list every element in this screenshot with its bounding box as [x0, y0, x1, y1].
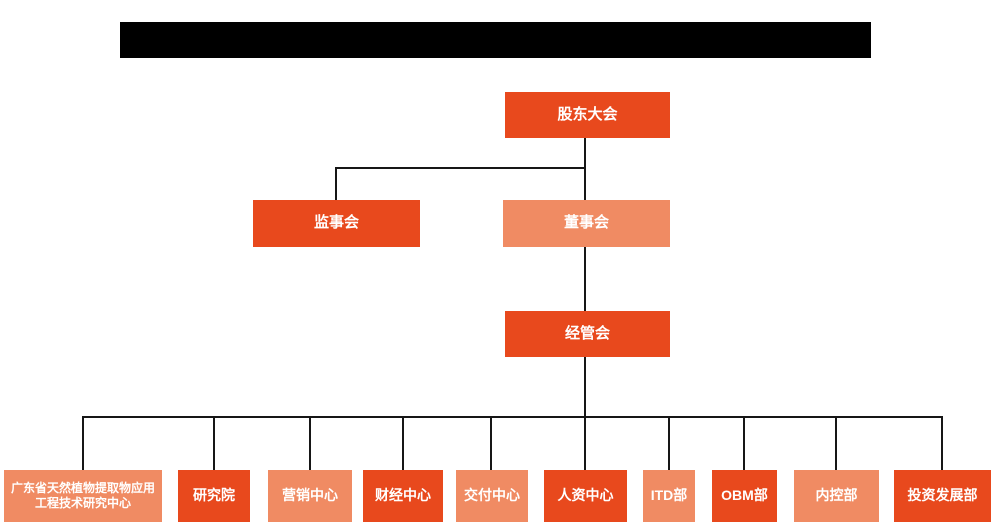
connector-drop-research-center [82, 416, 84, 470]
connector-drop-investment-dev [941, 416, 943, 470]
node-finance-center: 财经中心 [363, 470, 443, 522]
node-itd-dept: ITD部 [643, 470, 695, 522]
connector-to-supervisory-board [335, 167, 337, 200]
node-label: 广东省天然植物提取物应用工程技术研究中心 [10, 481, 155, 510]
node-label: 人资中心 [557, 487, 614, 504]
connector-drop-delivery-center [490, 416, 492, 470]
node-supervisory-board: 监事会 [253, 200, 420, 247]
node-label: 财经中心 [375, 487, 431, 504]
node-label: 研究院 [193, 487, 235, 504]
node-label: 股东大会 [557, 105, 618, 123]
connector-department-bus [82, 416, 943, 418]
node-internal-control-dept: 内控部 [794, 470, 879, 522]
node-delivery-center: 交付中心 [456, 470, 528, 522]
node-board-of-directors: 董事会 [503, 200, 670, 247]
node-research-institute: 研究院 [178, 470, 250, 522]
node-marketing-center: 营销中心 [268, 470, 352, 522]
node-label: 投资发展部 [907, 487, 978, 504]
node-investment-development-dept: 投资发展部 [894, 470, 991, 522]
node-hr-center: 人资中心 [544, 470, 627, 522]
redacted-title-bar [120, 22, 871, 58]
node-label: OBM部 [721, 487, 768, 504]
node-shareholders-meeting: 股东大会 [505, 92, 670, 138]
node-label: 交付中心 [464, 487, 520, 504]
node-label: 监事会 [313, 214, 359, 232]
connector-drop-obm-dept [743, 416, 745, 470]
connector-drop-internal-control [835, 416, 837, 470]
connector-drop-marketing-center [309, 416, 311, 470]
connector-board-to-management [584, 247, 586, 311]
node-label: 董事会 [563, 214, 609, 232]
node-label: 内控部 [815, 487, 858, 504]
connector-level2-branch [335, 167, 586, 169]
node-research-center: 广东省天然植物提取物应用工程技术研究中心 [4, 470, 162, 522]
node-label: 营销中心 [282, 487, 338, 504]
connector-drop-itd-dept [668, 416, 670, 470]
connector-drop-hr-center [584, 416, 586, 470]
node-label: 经管会 [564, 324, 610, 342]
connector-drop-research-institute [213, 416, 215, 470]
node-management-committee: 经管会 [505, 311, 670, 357]
connector-drop-finance-center [402, 416, 404, 470]
node-label: ITD部 [650, 487, 688, 504]
connector-root-to-level2 [584, 138, 586, 200]
node-obm-dept: OBM部 [712, 470, 777, 522]
connector-management-to-bus [584, 357, 586, 417]
